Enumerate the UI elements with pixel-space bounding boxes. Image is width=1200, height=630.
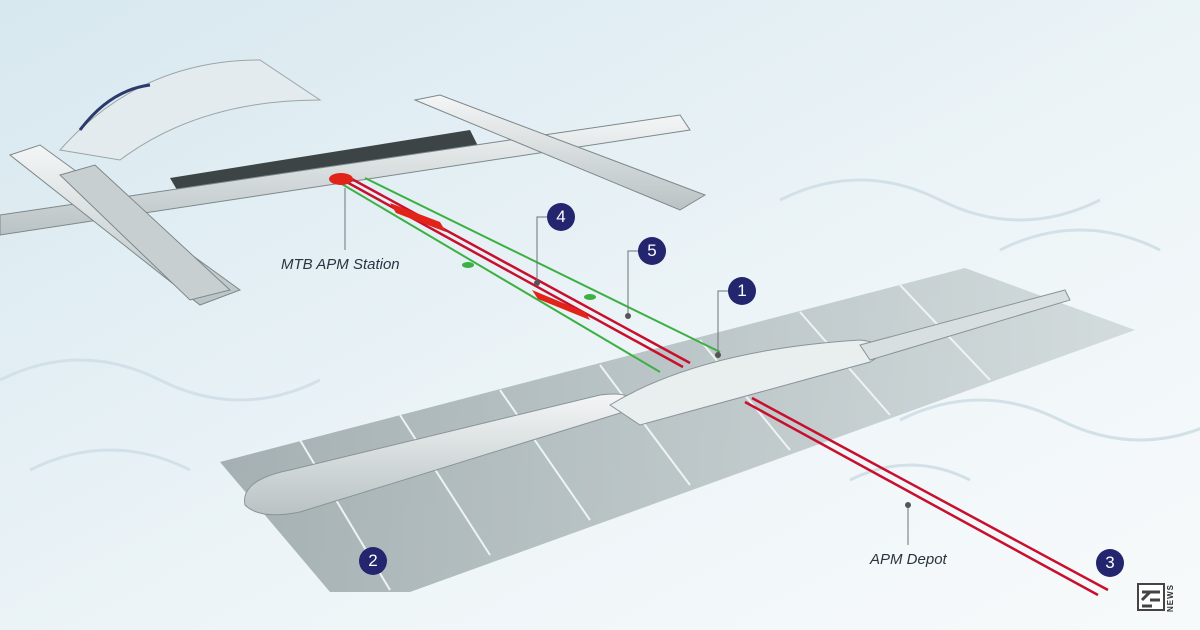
marker-4: 4	[547, 203, 575, 231]
apm-depot-label: APM Depot	[870, 551, 947, 568]
mtb-station-marker	[329, 173, 353, 185]
leader-lines	[344, 188, 909, 545]
marker-2: 2	[359, 547, 387, 575]
apm-trains	[329, 173, 590, 320]
news-logo	[1137, 583, 1165, 611]
taxiway-pattern	[0, 178, 1200, 482]
marker-3: 3	[1096, 549, 1124, 577]
marker-1: 1	[728, 277, 756, 305]
leader-dots	[534, 280, 911, 508]
satellite-concourse	[244, 289, 1071, 516]
news-logo-text: NEWS	[1166, 584, 1175, 612]
marker-5: 5	[638, 237, 666, 265]
walkway-lines	[334, 177, 721, 373]
walkway-markers	[462, 262, 596, 300]
mtb-apm-station-label: MTB APM Station	[281, 256, 400, 273]
